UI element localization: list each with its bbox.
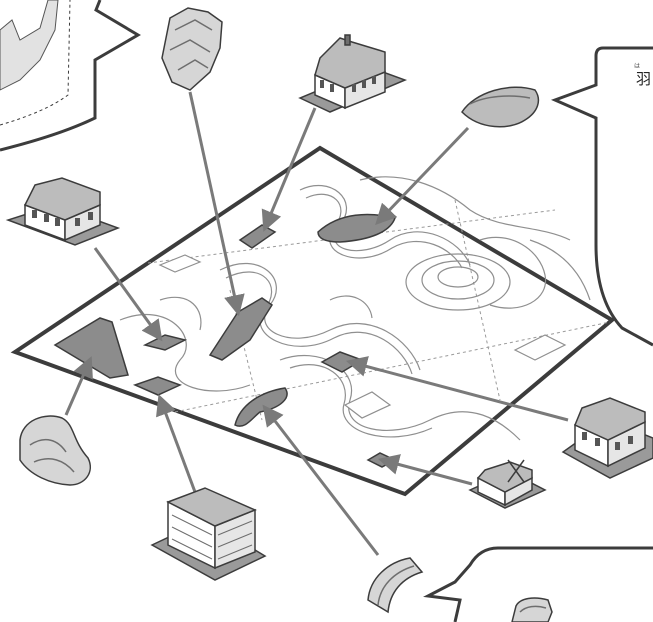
bridge-icon: [512, 598, 552, 622]
large-house-icon: [563, 398, 653, 478]
small-house-icon: [8, 178, 118, 245]
office-building-icon: [152, 488, 265, 580]
callout-top-left-terrain: [0, 0, 58, 90]
hill-rock-icon: [20, 416, 90, 485]
rock-plateau-icon: [462, 87, 538, 126]
callout-right-text: 羽: [636, 70, 651, 88]
map-board: [15, 148, 612, 494]
forest-mountain-icon: [162, 8, 222, 90]
western-house-icon: [300, 35, 405, 112]
barn-house-icon: [470, 460, 545, 508]
curved-bridge-icon: [368, 558, 422, 612]
callout-right-ruby: は: [634, 63, 640, 70]
